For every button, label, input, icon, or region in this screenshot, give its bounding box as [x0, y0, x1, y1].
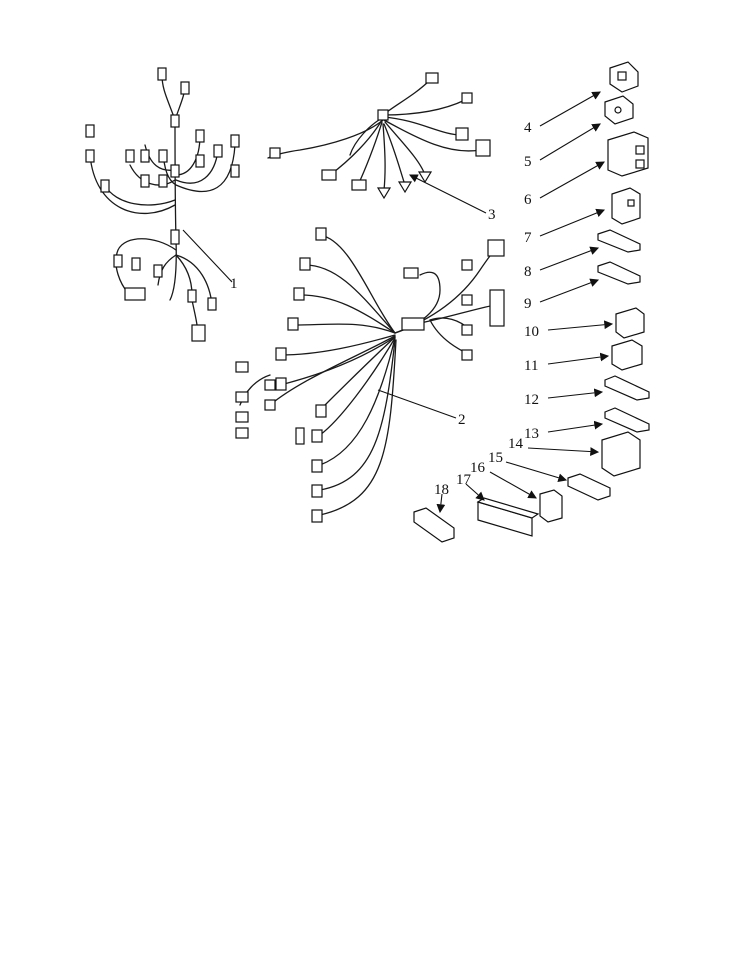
- callout-numbers: 1 2 3 4 5 6 7 8 9 10 11 12 13 14 15 16 1…: [230, 120, 539, 498]
- part-12-terminal: [604, 375, 650, 401]
- callout-2: 2: [458, 412, 466, 428]
- callout-1: 1: [230, 276, 238, 292]
- callout-13: 13: [524, 426, 539, 442]
- part-16-connector: [539, 489, 563, 523]
- callout-10: 10: [524, 324, 539, 340]
- part-9-terminal: [597, 261, 641, 285]
- callout-11: 11: [524, 358, 538, 374]
- callout-15: 15: [488, 450, 503, 466]
- part-4-connector: [609, 61, 639, 93]
- part-10-housing: [615, 307, 645, 339]
- harness-3: [267, 72, 491, 200]
- callout-8: 8: [524, 264, 532, 280]
- callout-16: 16: [470, 460, 486, 476]
- callout-12: 12: [524, 392, 539, 408]
- callout-5: 5: [524, 154, 532, 170]
- callout-18: 18: [434, 482, 449, 498]
- callout-9: 9: [524, 296, 532, 312]
- callout-4: 4: [524, 120, 532, 136]
- callout-17: 17: [456, 472, 472, 488]
- part-8-terminal: [597, 229, 641, 253]
- leader-lines: [436, 91, 614, 514]
- harness-1: [85, 67, 240, 342]
- callout-3: 3: [488, 207, 496, 223]
- part-6-connector-block: [607, 131, 649, 177]
- part-11-housing: [611, 339, 643, 371]
- callout-14: 14: [508, 436, 524, 452]
- harness-2: [235, 227, 505, 523]
- part-14-housing: [601, 431, 641, 477]
- part-15-terminal: [567, 473, 611, 501]
- part-18-clip: [413, 507, 455, 543]
- part-5-connector: [604, 95, 634, 125]
- part-13-terminal: [604, 407, 650, 433]
- part-17-connector-strip: [476, 497, 540, 537]
- callout-7: 7: [524, 230, 532, 246]
- callout-6: 6: [524, 192, 532, 208]
- part-7-connector-block: [611, 187, 641, 225]
